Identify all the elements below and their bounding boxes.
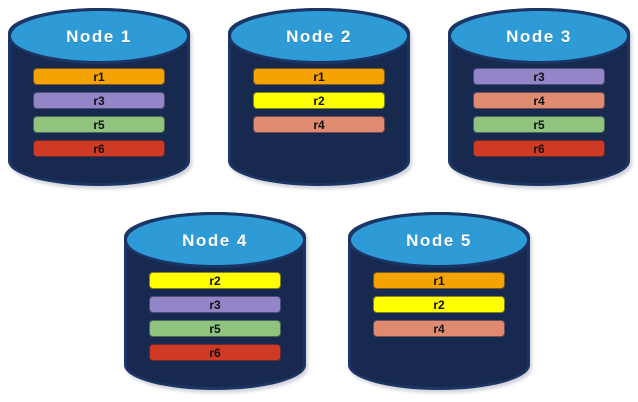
record-bar[interactable]: r2: [149, 272, 281, 289]
node-title: Node 5: [406, 230, 472, 250]
node-title: Node 2: [286, 26, 352, 46]
node-1[interactable]: Node 1 r1 r3 r5 r6: [8, 8, 190, 186]
node-title: Node 1: [66, 26, 132, 46]
record-bar[interactable]: r1: [373, 272, 505, 289]
record-bar[interactable]: r3: [33, 92, 165, 109]
record-bar[interactable]: r6: [33, 140, 165, 157]
cylinder-top: Node 5: [348, 212, 530, 268]
node-4[interactable]: Node 4 r2 r3 r5 r6: [124, 212, 306, 390]
record-bar[interactable]: r2: [253, 92, 385, 109]
record-bar[interactable]: r5: [473, 116, 605, 133]
cylinder-top: Node 2: [228, 8, 410, 64]
record-bar[interactable]: r4: [253, 116, 385, 133]
record-bar[interactable]: r6: [473, 140, 605, 157]
cylinder-top: Node 1: [8, 8, 190, 64]
record-bar[interactable]: r4: [473, 92, 605, 109]
record-bar[interactable]: r5: [149, 320, 281, 337]
record-list: r2 r3 r5 r6: [124, 212, 306, 390]
record-list: r1 r2 r4: [228, 8, 410, 186]
record-bar[interactable]: r3: [473, 68, 605, 85]
node-title: Node 3: [506, 26, 572, 46]
node-title: Node 4: [182, 230, 248, 250]
cylinder-top: Node 3: [448, 8, 630, 64]
record-bar[interactable]: r5: [33, 116, 165, 133]
record-bar[interactable]: r1: [33, 68, 165, 85]
record-list: r3 r4 r5 r6: [448, 8, 630, 186]
record-bar[interactable]: r3: [149, 296, 281, 313]
record-bar[interactable]: r4: [373, 320, 505, 337]
node-5[interactable]: Node 5 r1 r2 r4: [348, 212, 530, 390]
record-bar[interactable]: r6: [149, 344, 281, 361]
node-2[interactable]: Node 2 r1 r2 r4: [228, 8, 410, 186]
node-3[interactable]: Node 3 r3 r4 r5 r6: [448, 8, 630, 186]
record-bar[interactable]: r2: [373, 296, 505, 313]
record-list: r1 r2 r4: [348, 212, 530, 390]
cylinder-top: Node 4: [124, 212, 306, 268]
record-bar[interactable]: r1: [253, 68, 385, 85]
record-list: r1 r3 r5 r6: [8, 8, 190, 186]
